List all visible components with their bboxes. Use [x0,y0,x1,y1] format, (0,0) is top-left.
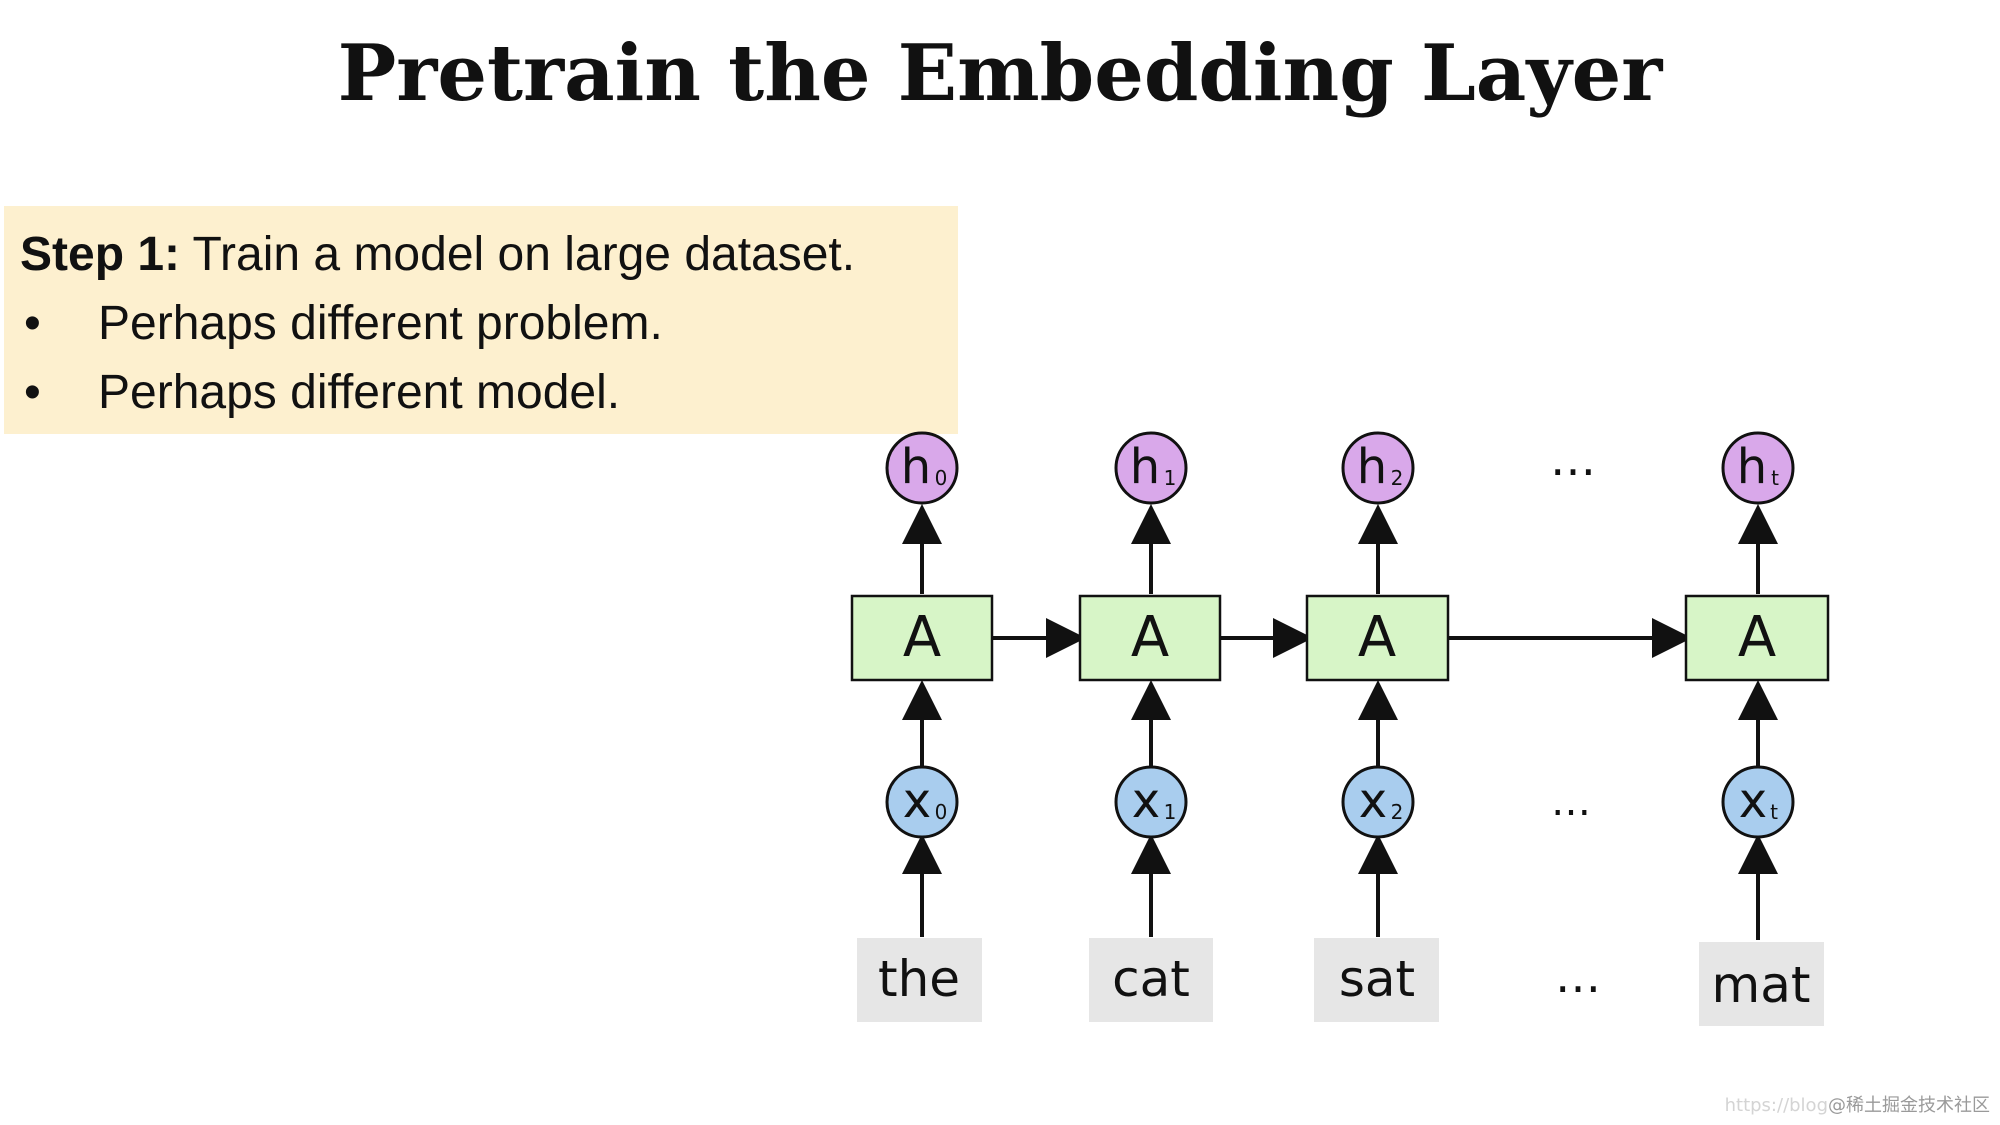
hidden-node [885,431,959,505]
word-label: sat [1339,950,1415,1008]
rnn-cell-label: A [1738,605,1776,670]
input-ellipsis: … [1551,779,1591,825]
rnn-column: h 1 A x 1 cat [1078,431,1222,1022]
watermark-text: @稀土掘金技术社区 [1828,1095,1990,1116]
hidden-node [1721,431,1795,505]
hidden-node-label: h [901,439,931,495]
hidden-ellipsis: … [1550,432,1596,486]
input-node [1721,765,1795,839]
step-box: Step 1: Train a model on large dataset. … [4,206,958,434]
rnn-cell [1684,594,1830,682]
hidden-node-label: h [1130,439,1160,495]
input-node [885,765,959,839]
rnn-cell [1078,594,1222,682]
rnn-cell-label: A [1358,605,1396,670]
word-box [1089,938,1213,1022]
word-label: mat [1712,956,1811,1014]
bullet-item: • Perhaps different model. [20,358,958,427]
step-heading: Step 1: Train a model on large dataset. [20,220,958,289]
input-node-label: x [1132,773,1160,829]
bullet-text: Perhaps different model. [98,366,621,419]
slide-title: Pretrain the Embedding Layer [337,28,1663,119]
hidden-node-label: h [1357,439,1387,495]
rnn-cell-label: A [1131,605,1169,670]
hidden-node [1341,431,1415,505]
watermark-faint: https://blog [1724,1095,1828,1116]
bullet-dot: • [24,297,41,350]
rnn-column: h 2 A x 2 sat [1305,431,1450,1022]
hidden-node-subscript: 2 [1391,466,1404,490]
input-node-subscript: 0 [935,800,948,824]
input-node-subscript: 1 [1164,800,1177,824]
input-node-label: x [1739,773,1767,829]
hidden-node-subscript: 0 [935,466,948,490]
input-node [1114,765,1188,839]
input-node [1341,765,1415,839]
rnn-cell [1305,594,1450,682]
input-node-subscript: 2 [1391,800,1404,824]
step-text: Train a model on large dataset. [180,228,856,281]
rnn-column: h t A x t mat [1684,431,1830,1026]
rnn-cell-label: A [903,605,941,670]
bullet-text: Perhaps different problem. [98,297,663,350]
word-box [1314,938,1439,1022]
word-ellipsis: … [1555,949,1601,1003]
hidden-node-subscript: t [1771,466,1779,490]
word-label: the [878,950,960,1008]
bullet-item: • Perhaps different problem. [20,289,958,358]
hidden-node-label: h [1737,439,1767,495]
watermark: https://blog@稀土掘金技术社区 [1725,1091,1990,1117]
hidden-node [1114,431,1188,505]
word-label: cat [1112,950,1190,1008]
word-box [1699,942,1824,1026]
rnn-column: h 0 A x 0 the [850,431,994,1022]
rnn-cell [850,594,994,682]
word-box [857,938,982,1022]
step-label: Step 1: [20,228,181,281]
bullet-dot: • [24,366,41,419]
hidden-node-subscript: 1 [1164,466,1177,490]
input-node-subscript: t [1770,800,1778,824]
input-node-label: x [1359,773,1387,829]
input-node-label: x [903,773,931,829]
